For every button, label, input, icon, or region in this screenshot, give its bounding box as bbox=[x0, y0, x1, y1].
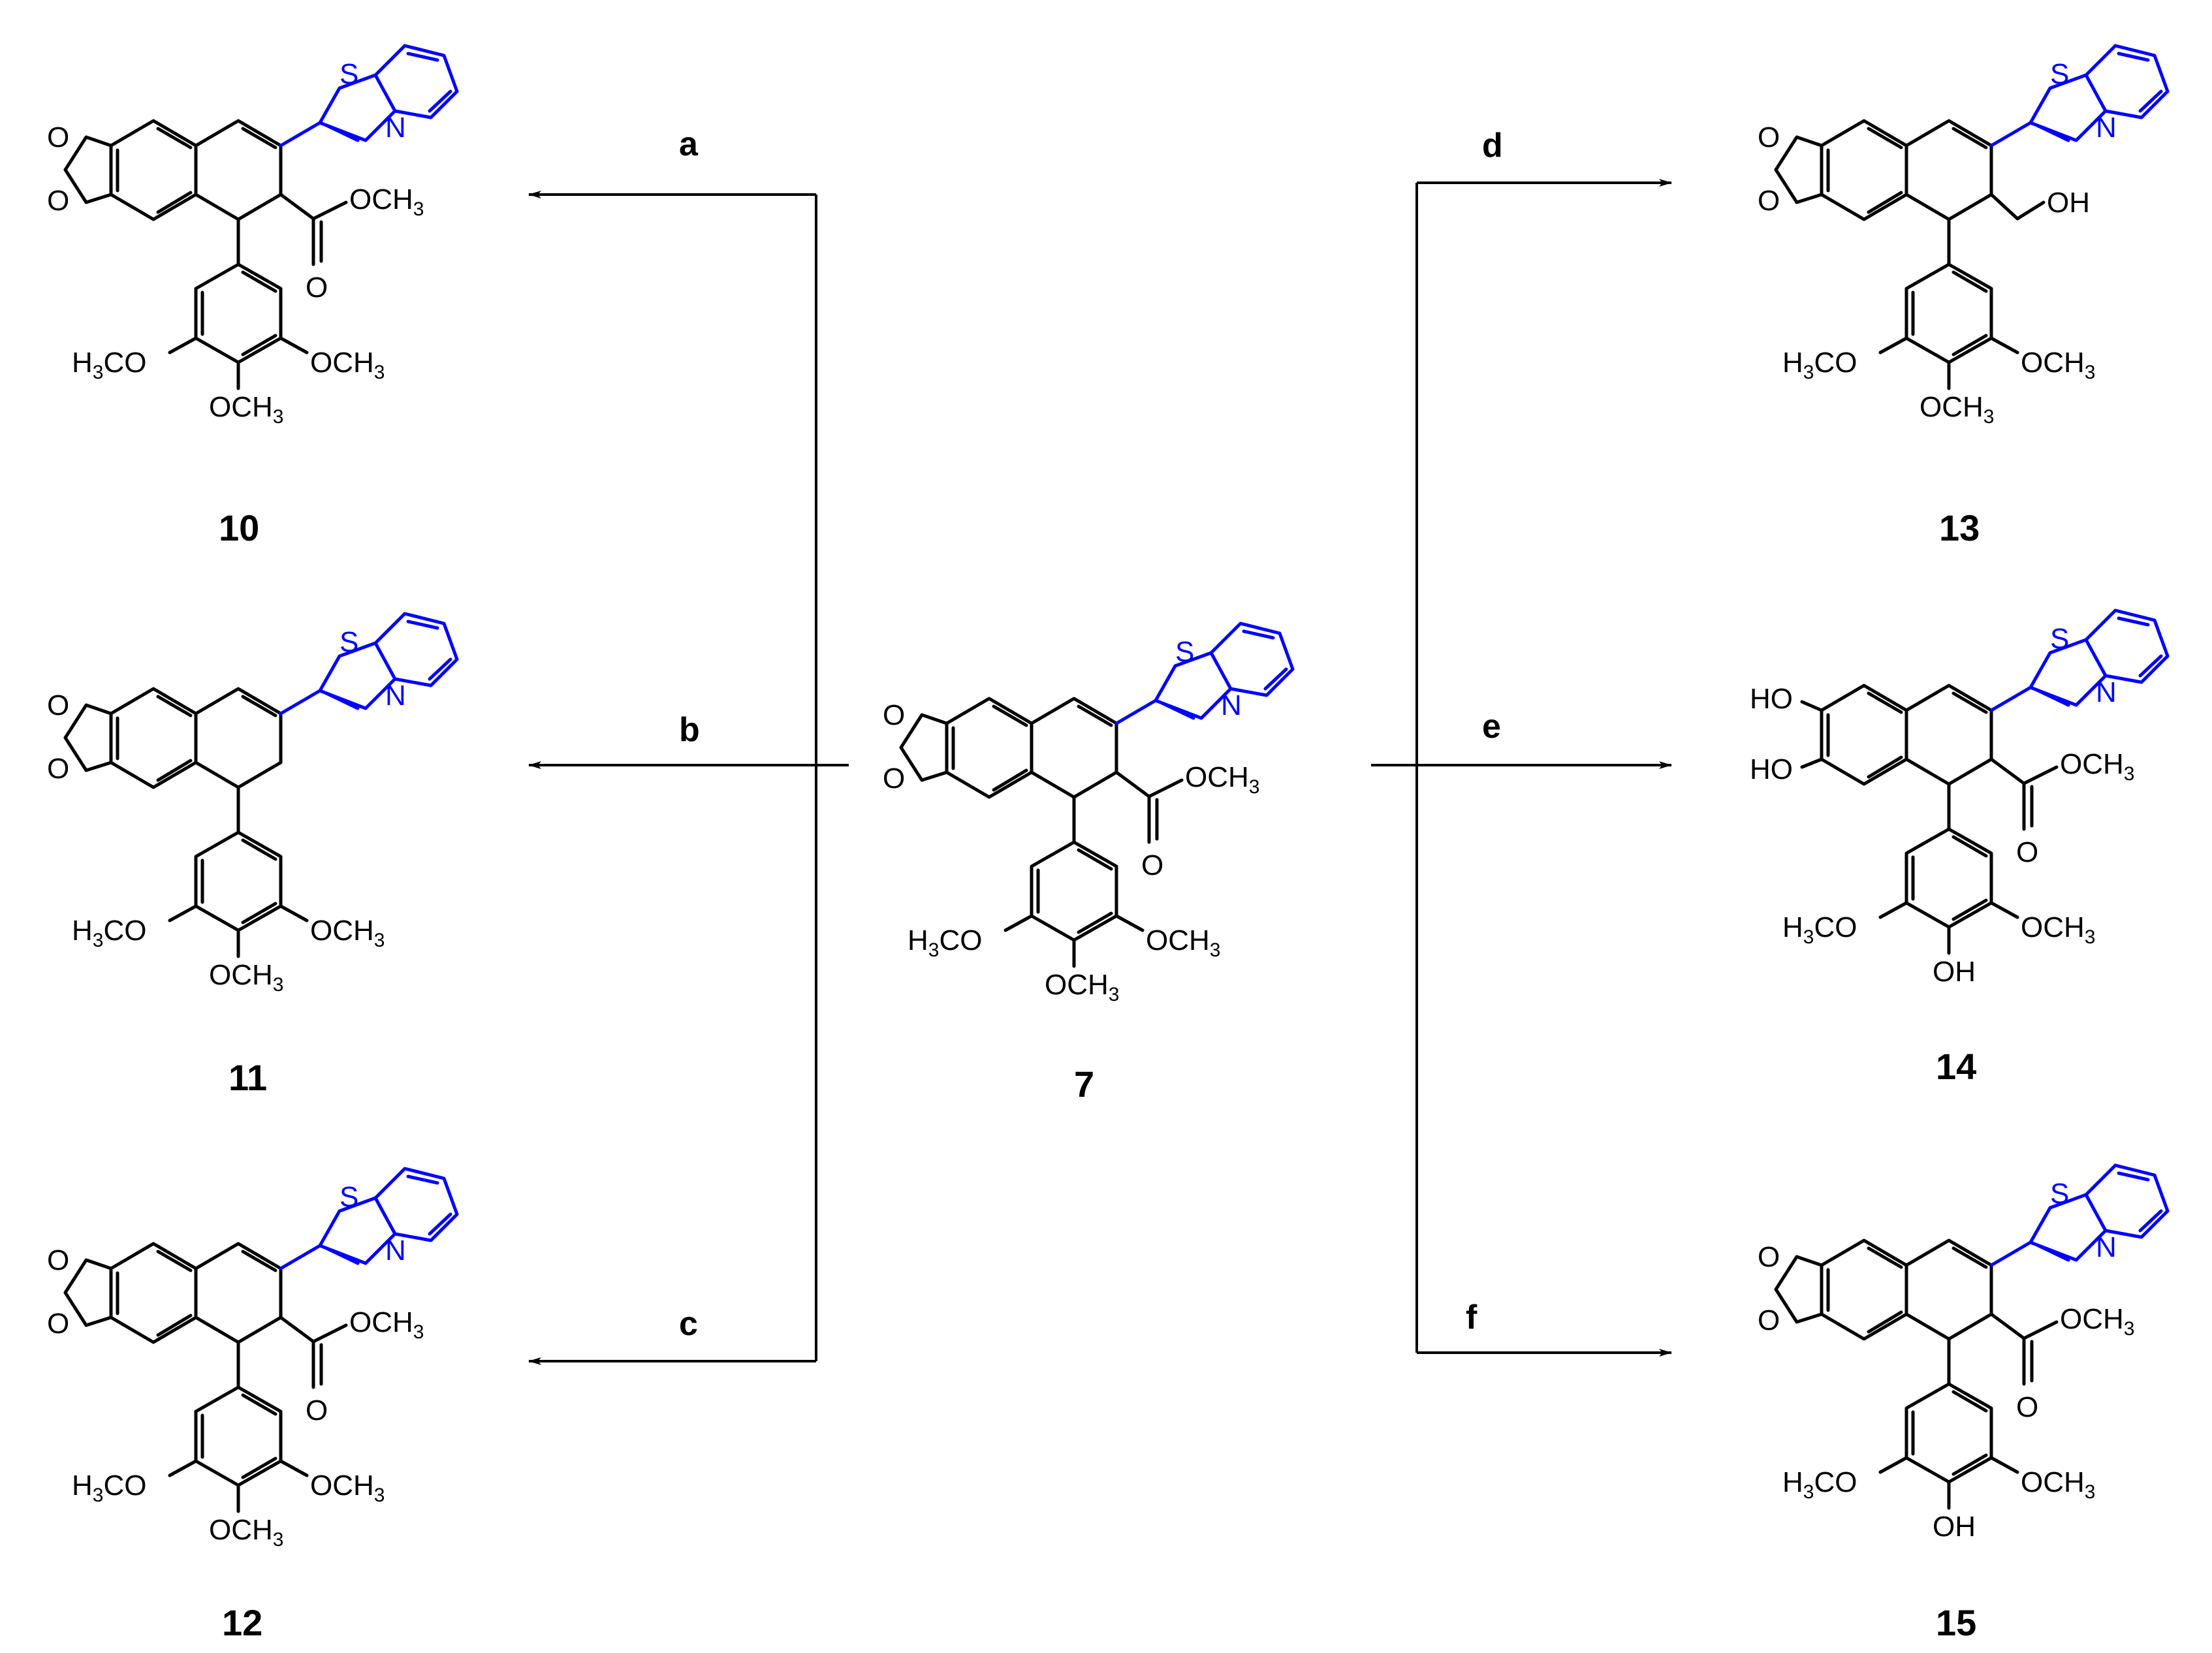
svg-text:S: S bbox=[340, 1181, 358, 1213]
svg-text:O: O bbox=[1758, 185, 1780, 217]
svg-text:OCH3: OCH3 bbox=[310, 1470, 385, 1506]
svg-text:N: N bbox=[1221, 689, 1242, 721]
svg-text:S: S bbox=[1175, 636, 1194, 668]
svg-text:H3CO: H3CO bbox=[908, 924, 982, 961]
svg-text:OCH3: OCH3 bbox=[349, 183, 424, 220]
svg-text:OCH3: OCH3 bbox=[209, 391, 283, 428]
label-7: 7 bbox=[1074, 1063, 1094, 1105]
svg-text:OCH3: OCH3 bbox=[2021, 1466, 2095, 1503]
condition-e: e bbox=[1482, 708, 1501, 746]
svg-text:OCH3: OCH3 bbox=[2021, 347, 2095, 383]
svg-text:OH: OH bbox=[1933, 1511, 1976, 1543]
svg-text:OCH3: OCH3 bbox=[2060, 1303, 2134, 1340]
svg-text:O: O bbox=[1758, 121, 1780, 153]
svg-text:N: N bbox=[2096, 1231, 2117, 1263]
svg-text:O: O bbox=[47, 689, 69, 721]
atom-o: O bbox=[47, 185, 69, 217]
svg-text:OH: OH bbox=[1933, 956, 1976, 988]
atom-s: S bbox=[340, 58, 358, 90]
svg-text:N: N bbox=[385, 1235, 406, 1267]
svg-text:HO: HO bbox=[1750, 753, 1793, 785]
svg-text:O: O bbox=[1758, 1304, 1780, 1336]
svg-text:H3CO: H3CO bbox=[72, 915, 146, 951]
condition-f: f bbox=[1466, 1299, 1477, 1336]
svg-text:S: S bbox=[2050, 1178, 2069, 1210]
svg-text:OCH3: OCH3 bbox=[1920, 391, 1994, 428]
atom-o: O bbox=[47, 121, 69, 153]
compound-15: O O S N OCH3 O H3CO OCH3 OH 15 bbox=[1758, 1165, 2168, 1643]
svg-text:O: O bbox=[883, 699, 905, 731]
svg-text:OCH3: OCH3 bbox=[1185, 761, 1259, 798]
svg-text:O: O bbox=[306, 1394, 328, 1426]
svg-text:H3CO: H3CO bbox=[72, 347, 146, 383]
label-10: 10 bbox=[219, 507, 259, 548]
svg-text:O: O bbox=[47, 1244, 69, 1276]
svg-text:O: O bbox=[47, 1308, 69, 1340]
svg-text:O: O bbox=[2016, 1391, 2038, 1423]
svg-text:OCH3: OCH3 bbox=[310, 915, 385, 951]
svg-text:S: S bbox=[2050, 58, 2069, 90]
atom-o: O bbox=[306, 272, 328, 304]
condition-d: d bbox=[1482, 127, 1503, 165]
svg-text:O: O bbox=[47, 753, 69, 785]
svg-text:H3CO: H3CO bbox=[1782, 347, 1857, 383]
svg-text:S: S bbox=[2050, 623, 2069, 655]
svg-text:H3CO: H3CO bbox=[72, 1470, 146, 1506]
label-13: 13 bbox=[1939, 507, 1980, 548]
svg-text:OCH3: OCH3 bbox=[2060, 748, 2134, 785]
svg-text:N: N bbox=[2096, 112, 2117, 144]
svg-text:N: N bbox=[2096, 676, 2117, 708]
svg-text:OCH3: OCH3 bbox=[2021, 911, 2095, 948]
svg-text:OCH3: OCH3 bbox=[209, 1514, 283, 1551]
svg-text:H3CO: H3CO bbox=[1782, 911, 1857, 948]
svg-text:HO: HO bbox=[1750, 683, 1793, 715]
svg-text:OH: OH bbox=[2047, 187, 2090, 219]
svg-text:O: O bbox=[883, 763, 905, 795]
compound-11: O O S N H3CO OCH3 OCH3 11 bbox=[47, 614, 457, 1098]
label-11: 11 bbox=[229, 1057, 267, 1098]
svg-text:O: O bbox=[1758, 1241, 1780, 1273]
compound-13: O O S N OH H3CO OCH3 OCH3 13 bbox=[1758, 46, 2168, 548]
arrow-system-right bbox=[1371, 179, 1672, 1357]
svg-text:H3CO: H3CO bbox=[1782, 1466, 1857, 1503]
compound-14: HO HO S N OCH3 O H3CO OCH3 OH 14 bbox=[1750, 610, 2168, 1087]
condition-a: a bbox=[679, 125, 699, 163]
compound-12: O O S N OCH3 O H3CO OCH3 OCH3 12 bbox=[47, 1169, 457, 1643]
label-12: 12 bbox=[222, 1602, 262, 1643]
svg-text:OCH3: OCH3 bbox=[1045, 969, 1119, 1005]
arrow-system-left bbox=[528, 191, 849, 1365]
compound-7: O O S N OCH3 O H3CO OCH3 OCH3 7 bbox=[883, 623, 1293, 1105]
svg-text:N: N bbox=[385, 680, 406, 712]
svg-text:O: O bbox=[1141, 849, 1163, 881]
svg-text:OCH3: OCH3 bbox=[310, 347, 385, 383]
label-14: 14 bbox=[1936, 1046, 1976, 1087]
condition-c: c bbox=[679, 1305, 698, 1343]
compound-10: O O S N OCH3 O H3CO OCH3 OCH3 10 bbox=[47, 46, 457, 548]
condition-b: b bbox=[679, 711, 700, 749]
svg-text:OCH3: OCH3 bbox=[209, 959, 283, 996]
label-15: 15 bbox=[1936, 1602, 1976, 1643]
svg-text:OCH3: OCH3 bbox=[1146, 924, 1220, 961]
svg-text:S: S bbox=[340, 626, 358, 658]
svg-text:O: O bbox=[2016, 836, 2038, 868]
svg-text:OCH3: OCH3 bbox=[349, 1306, 424, 1343]
atom-n: N bbox=[385, 112, 406, 144]
